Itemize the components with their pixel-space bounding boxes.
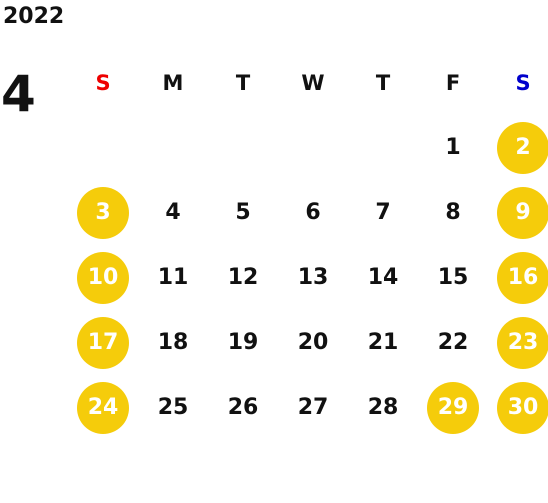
day-number: 3 [95, 200, 111, 225]
day-cell[interactable]: 22 [418, 310, 488, 375]
weekday-label: F [445, 70, 461, 95]
day-number: 30 [507, 395, 539, 420]
weekday-header: M [138, 50, 208, 115]
year-label: 2022 [3, 4, 65, 29]
weekday-header: F [418, 50, 488, 115]
day-cell[interactable]: 1 [418, 115, 488, 180]
highlighted-day-cell[interactable]: 17 [68, 310, 138, 375]
day-cell[interactable]: 19 [208, 310, 278, 375]
day-cell[interactable]: 25 [138, 375, 208, 440]
day-cell[interactable]: 20 [278, 310, 348, 375]
day-number: 27 [297, 395, 329, 420]
day-cell[interactable]: 12 [208, 245, 278, 310]
weekday-label: W [301, 70, 325, 95]
day-cell[interactable]: 11 [138, 245, 208, 310]
day-cell[interactable]: 15 [418, 245, 488, 310]
day-number: 24 [87, 395, 119, 420]
day-number: 25 [157, 395, 189, 420]
day-number: 18 [157, 330, 189, 355]
weekday-header: T [208, 50, 278, 115]
weekday-label: M [162, 70, 184, 95]
weekday-label: S [95, 70, 111, 95]
day-number: 4 [165, 200, 181, 225]
empty-day-cell [348, 115, 418, 180]
day-cell[interactable]: 27 [278, 375, 348, 440]
empty-day-cell [68, 115, 138, 180]
day-cell[interactable]: 13 [278, 245, 348, 310]
month-label: 4 [1, 65, 36, 123]
day-cell[interactable]: 6 [278, 180, 348, 245]
day-number: 7 [375, 200, 391, 225]
day-number: 11 [157, 265, 189, 290]
day-number: 26 [227, 395, 259, 420]
day-number: 15 [437, 265, 469, 290]
weekday-label: S [515, 70, 531, 95]
highlighted-day-cell[interactable]: 29 [418, 375, 488, 440]
highlighted-day-cell[interactable]: 23 [488, 310, 548, 375]
weekday-header: S [488, 50, 548, 115]
day-number: 2 [515, 135, 531, 160]
day-number: 28 [367, 395, 399, 420]
day-number: 12 [227, 265, 259, 290]
highlighted-day-cell[interactable]: 2 [488, 115, 548, 180]
day-number: 10 [87, 265, 119, 290]
day-number: 17 [87, 330, 119, 355]
day-number: 23 [507, 330, 539, 355]
day-number: 8 [445, 200, 461, 225]
empty-day-cell [208, 115, 278, 180]
empty-day-cell [138, 115, 208, 180]
day-cell[interactable]: 4 [138, 180, 208, 245]
day-cell[interactable]: 28 [348, 375, 418, 440]
day-number: 6 [305, 200, 321, 225]
day-number: 1 [445, 135, 461, 160]
day-number: 20 [297, 330, 329, 355]
highlighted-day-cell[interactable]: 10 [68, 245, 138, 310]
day-cell[interactable]: 8 [418, 180, 488, 245]
weekday-header: W [278, 50, 348, 115]
day-number: 19 [227, 330, 259, 355]
highlighted-day-cell[interactable]: 30 [488, 375, 548, 440]
highlighted-day-cell[interactable]: 3 [68, 180, 138, 245]
day-cell[interactable]: 14 [348, 245, 418, 310]
weekday-header: S [68, 50, 138, 115]
day-cell[interactable]: 7 [348, 180, 418, 245]
highlighted-day-cell[interactable]: 16 [488, 245, 548, 310]
day-number: 14 [367, 265, 399, 290]
day-cell[interactable]: 18 [138, 310, 208, 375]
day-cell[interactable]: 5 [208, 180, 278, 245]
weekday-label: T [375, 70, 391, 95]
weekday-label: T [235, 70, 251, 95]
day-cell[interactable]: 26 [208, 375, 278, 440]
day-number: 13 [297, 265, 329, 290]
day-number: 9 [515, 200, 531, 225]
weekday-header: T [348, 50, 418, 115]
day-number: 29 [437, 395, 469, 420]
highlighted-day-cell[interactable]: 24 [68, 375, 138, 440]
day-number: 5 [235, 200, 251, 225]
day-number: 22 [437, 330, 469, 355]
day-number: 16 [507, 265, 539, 290]
highlighted-day-cell[interactable]: 9 [488, 180, 548, 245]
empty-day-cell [278, 115, 348, 180]
day-cell[interactable]: 21 [348, 310, 418, 375]
day-number: 21 [367, 330, 399, 355]
